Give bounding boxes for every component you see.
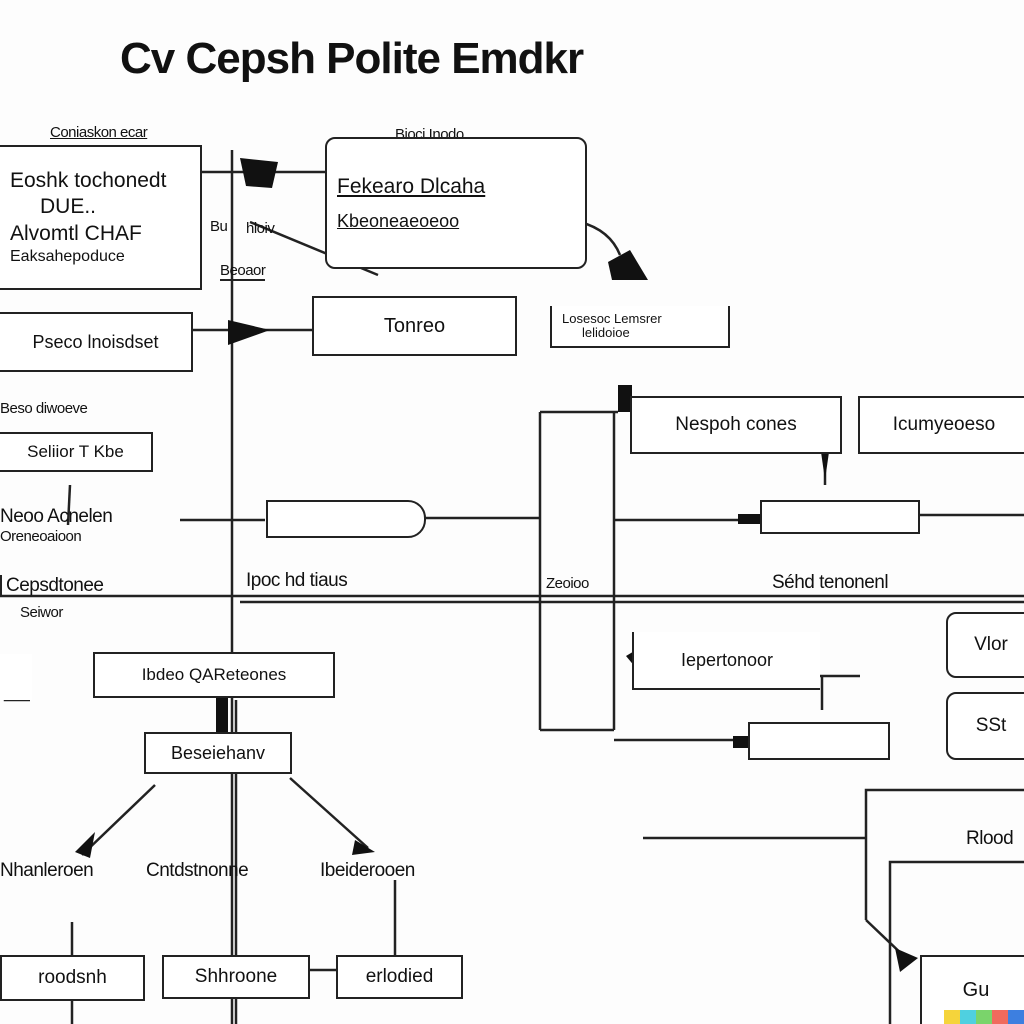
mid-label-3: Séhd tenonenl bbox=[772, 572, 889, 593]
arrowhead-icon bbox=[895, 948, 918, 972]
far-right-box-2: SSt bbox=[946, 692, 1024, 760]
color-swatch-yellow bbox=[944, 1010, 960, 1024]
right-small-box: Losesoc Lemsrer lelidoioe bbox=[550, 306, 730, 348]
top-left-box: Eoshk tochonedt DUE.. Alvomtl CHAF Eaksa… bbox=[0, 145, 202, 290]
top-left-line-2: DUE.. bbox=[40, 195, 97, 219]
pill-node bbox=[266, 500, 426, 538]
arrowhead-icon bbox=[352, 840, 375, 855]
left-text-4-line-2: Seiwor bbox=[20, 604, 63, 621]
color-strip bbox=[944, 1010, 1024, 1024]
bottom-box-1: roodsnh bbox=[0, 955, 145, 1001]
marker-icon bbox=[618, 385, 632, 412]
far-right-box-1: Vlor bbox=[946, 612, 1024, 678]
bottom-right-label: Rlood bbox=[966, 828, 1014, 849]
center-box: Tonreo bbox=[312, 296, 517, 356]
small-label-c: Beoaor bbox=[220, 262, 266, 281]
marker-icon bbox=[733, 736, 748, 748]
right-pill-node bbox=[760, 500, 920, 534]
child-label-1: Nhanleroen bbox=[0, 860, 94, 881]
arrowhead-icon bbox=[228, 320, 270, 345]
arrowhead-icon bbox=[240, 158, 278, 188]
top-left-line-4: Eaksahepoduce bbox=[10, 247, 125, 265]
tree-branch-right bbox=[289, 777, 369, 849]
small-label-b: hloiv bbox=[246, 220, 275, 237]
diagram-title: Cv Cepsh Polite Emdkr bbox=[120, 34, 584, 83]
parent-box: Beseiehanv bbox=[144, 732, 292, 774]
small-label-a: Bu bbox=[210, 218, 228, 235]
right-box-1: Nespoh cones bbox=[630, 396, 842, 454]
color-swatch-blue bbox=[1008, 1010, 1024, 1024]
mid-label-1: Ipoc hd tiaus bbox=[246, 570, 348, 591]
bottom-box-3: erlodied bbox=[336, 955, 463, 999]
top-center-box: Fekearo Dlcaha Kbeoneaeoeoo bbox=[325, 137, 587, 269]
center-box-2: Ibdeo QAReteones bbox=[93, 652, 335, 698]
child-label-3: Ibeiderooen bbox=[320, 860, 415, 881]
top-center-line-2: Kbeoneaeoeoo bbox=[337, 210, 460, 231]
top-center-line-1: Fekearo Dlcaha bbox=[337, 174, 486, 198]
right-box-2: Icumyeoeso bbox=[858, 396, 1024, 454]
color-swatch-red bbox=[992, 1010, 1008, 1024]
marker-icon bbox=[738, 514, 760, 524]
child-label-2: Cntdstnonne bbox=[146, 860, 249, 881]
mid-label-2: Zeoioo bbox=[546, 575, 589, 592]
color-swatch-cyan bbox=[960, 1010, 976, 1024]
left-text-4-line-1: Cepsdtonee bbox=[0, 575, 104, 597]
right-small-line-1: Losesoc Lemsrer bbox=[562, 310, 662, 326]
top-left-header: Coniaskon ecar bbox=[50, 124, 148, 141]
marker-icon bbox=[216, 690, 228, 732]
arrowhead-icon bbox=[75, 832, 95, 858]
bottom-box-2: Shhroone bbox=[162, 955, 310, 999]
top-left-line-1: Eoshk tochonedt bbox=[10, 169, 167, 193]
right-box-3: Iepertonoor bbox=[632, 632, 820, 690]
top-left-line-3: Alvomtl CHAF bbox=[10, 221, 142, 245]
bracket-bottom-right bbox=[864, 788, 1024, 920]
right-small-line-2: lelidoioe bbox=[582, 325, 630, 340]
left-box-2: Seliior T Kbe bbox=[0, 432, 153, 472]
color-swatch-green bbox=[976, 1010, 992, 1024]
tick-mark bbox=[66, 484, 72, 526]
bottom-mid-node bbox=[748, 722, 890, 760]
left-label-2: Beso diwoeve bbox=[0, 400, 88, 417]
tree-branch-left bbox=[81, 784, 156, 856]
bracket-inner bbox=[888, 860, 1024, 1024]
corner-node bbox=[0, 654, 32, 700]
left-text-3-line-1: Neoo Acnelen bbox=[0, 506, 113, 527]
left-box-1: Pseco lnoisdset bbox=[0, 312, 193, 372]
arrowhead-icon bbox=[608, 250, 648, 280]
left-text-3-line-2: Oreneoaioon bbox=[0, 528, 82, 545]
